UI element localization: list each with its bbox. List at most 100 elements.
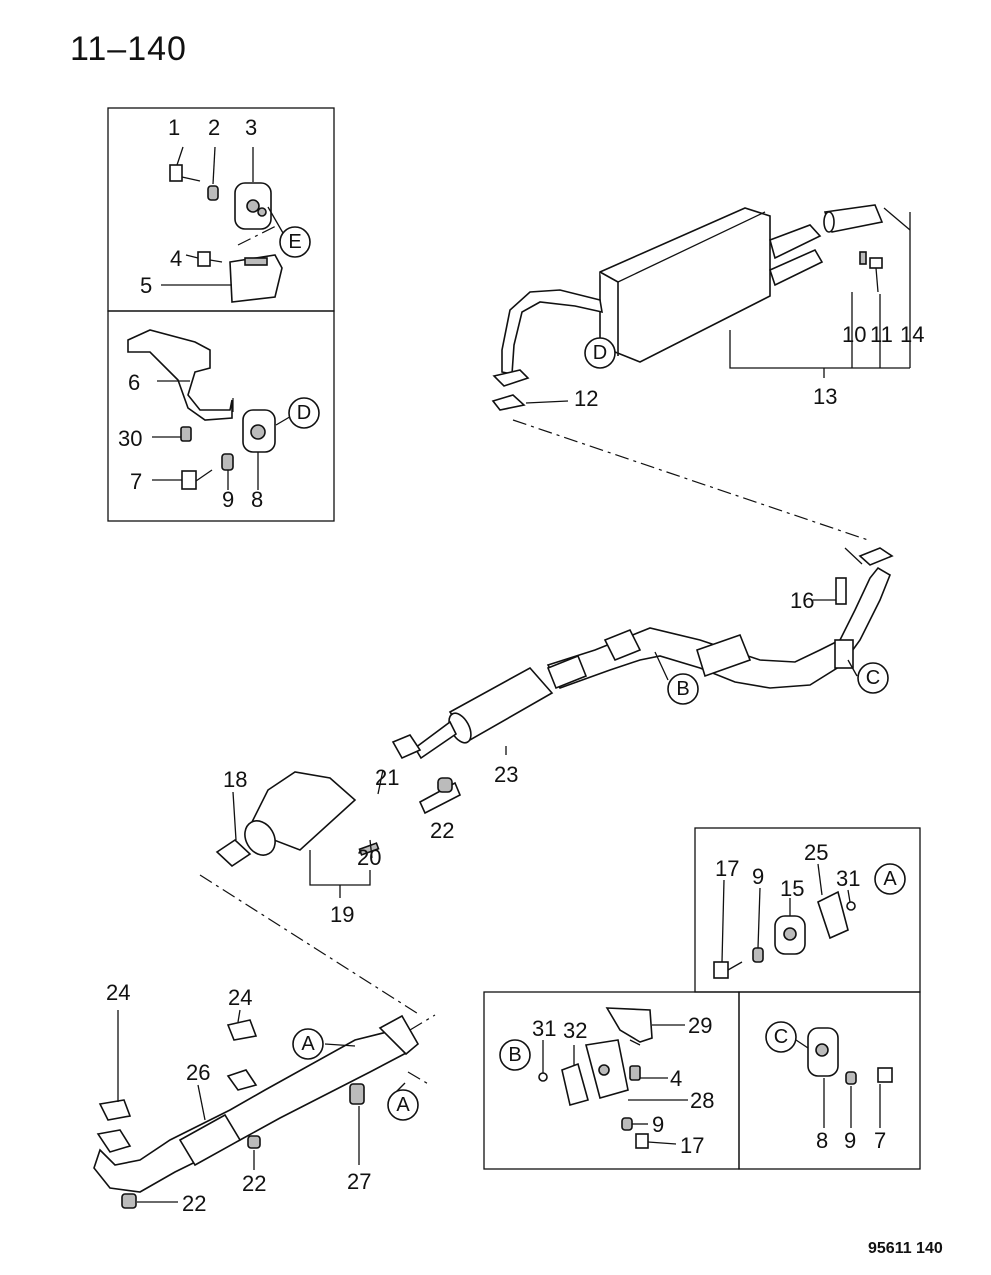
bolt-7-head bbox=[181, 470, 197, 490]
tail-flange bbox=[858, 547, 894, 566]
label-part-17: 17 bbox=[715, 856, 739, 881]
inset-box-frames bbox=[107, 107, 921, 1170]
bolt-27 bbox=[349, 1083, 365, 1105]
page-title: 11–140 bbox=[70, 30, 187, 68]
label-part-19: 19 bbox=[330, 902, 354, 927]
part-number-labels: 1 2 3 4 5 6 30 7 9 8 10 11 14 13 12 16 2… bbox=[106, 115, 924, 1216]
connection-lines bbox=[199, 419, 869, 1031]
inlet-flange bbox=[492, 369, 530, 387]
bolt-16 bbox=[835, 577, 847, 605]
bracket-29 bbox=[605, 1007, 653, 1043]
gasket-24-b bbox=[226, 1019, 258, 1041]
label-part-25: 25 bbox=[804, 840, 828, 865]
bolt-4-head bbox=[197, 251, 211, 267]
inset-hanger-b: B bbox=[499, 1007, 688, 1149]
label-part-31: 31 bbox=[836, 866, 860, 891]
gasket-12 bbox=[491, 394, 526, 411]
label-part-30: 30 bbox=[118, 426, 142, 451]
bolt-30 bbox=[180, 426, 192, 442]
gasket-24-a bbox=[98, 1099, 132, 1121]
clamp-10 bbox=[859, 251, 867, 265]
washer-31 bbox=[846, 901, 856, 911]
main-muffler-assembly: D bbox=[491, 204, 911, 411]
label-part-31-b: 31 bbox=[532, 1016, 556, 1041]
label-part-11: 11 bbox=[870, 322, 893, 347]
pipe-bracket bbox=[378, 1014, 420, 1056]
callout-e: E bbox=[288, 231, 301, 253]
center-pipe-assembly: B C bbox=[391, 547, 894, 815]
tailpipe-lower bbox=[769, 248, 824, 287]
label-part-9-b: 9 bbox=[752, 864, 764, 889]
callout-c-1: C bbox=[866, 667, 880, 689]
bolt-7-b bbox=[877, 1067, 893, 1083]
callout-e-circle bbox=[279, 226, 311, 258]
manifold-flange bbox=[96, 1129, 132, 1153]
gasket-18 bbox=[215, 838, 252, 868]
inset-hanger-e: E bbox=[161, 146, 311, 303]
label-part-22-b: 22 bbox=[242, 1171, 266, 1196]
bolt-1-head bbox=[169, 164, 183, 182]
tail-pipe-16 bbox=[546, 566, 891, 689]
label-part-22: 22 bbox=[430, 818, 454, 843]
label-part-29: 29 bbox=[688, 1013, 712, 1038]
label-part-26: 26 bbox=[186, 1060, 210, 1085]
converter-19 bbox=[246, 771, 357, 851]
washer-31-b bbox=[538, 1072, 548, 1082]
inset-hanger-c: C bbox=[765, 1021, 893, 1128]
label-part-7-b: 7 bbox=[874, 1128, 886, 1153]
label-part-18: 18 bbox=[223, 767, 247, 792]
callout-c-2: C bbox=[774, 1026, 788, 1048]
label-part-27: 27 bbox=[347, 1169, 371, 1194]
label-part-21: 21 bbox=[375, 765, 399, 790]
label-part-12: 12 bbox=[574, 386, 598, 411]
pipe-link bbox=[413, 720, 458, 760]
bracket-32 bbox=[561, 1062, 589, 1106]
label-part-3: 3 bbox=[245, 115, 257, 140]
label-part-13: 13 bbox=[813, 384, 837, 409]
label-part-24-b: 24 bbox=[228, 985, 252, 1010]
callout-d-2: D bbox=[593, 342, 607, 364]
pipe-clamp bbox=[546, 654, 588, 690]
label-part-15: 15 bbox=[780, 876, 804, 901]
bolt-17-b bbox=[635, 1133, 649, 1149]
label-part-22-c: 22 bbox=[182, 1191, 206, 1216]
callout-a-2: A bbox=[301, 1033, 315, 1055]
callout-a-1: A bbox=[883, 868, 897, 890]
label-part-28: 28 bbox=[690, 1088, 714, 1113]
collar-2 bbox=[207, 185, 219, 201]
label-part-20: 20 bbox=[357, 845, 381, 870]
label-part-32: 32 bbox=[563, 1018, 587, 1043]
label-part-24: 24 bbox=[106, 980, 130, 1005]
label-part-9: 9 bbox=[222, 487, 234, 512]
bolt-11-head bbox=[869, 257, 883, 269]
label-part-6: 6 bbox=[128, 370, 140, 395]
label-part-7: 7 bbox=[130, 469, 142, 494]
nut-22-b bbox=[247, 1135, 261, 1149]
label-part-9-c: 9 bbox=[652, 1112, 664, 1137]
collar-9-d bbox=[845, 1071, 857, 1085]
label-part-10: 10 bbox=[842, 322, 866, 347]
catalog-code: 95611 140 bbox=[868, 1240, 943, 1257]
label-part-16: 16 bbox=[790, 588, 814, 613]
collar-9 bbox=[221, 453, 234, 471]
manifold-flange-2 bbox=[226, 1069, 258, 1091]
pipe-mid-section bbox=[178, 1113, 242, 1167]
nut-22 bbox=[437, 777, 453, 793]
label-part-2: 2 bbox=[208, 115, 220, 140]
heat-shield-25 bbox=[817, 890, 849, 940]
label-part-23: 23 bbox=[494, 762, 518, 787]
bolt-4-b bbox=[629, 1065, 641, 1081]
callout-a-3: A bbox=[396, 1094, 410, 1116]
bracket-5 bbox=[229, 254, 283, 303]
inset-hanger-d: D bbox=[127, 329, 320, 490]
callout-b-1: B bbox=[676, 678, 689, 700]
collar-9-b bbox=[752, 947, 764, 963]
label-part-4-b: 4 bbox=[670, 1066, 682, 1091]
front-pipe-assembly: A A bbox=[93, 1009, 431, 1209]
label-part-9-d: 9 bbox=[844, 1128, 856, 1153]
label-part-1: 1 bbox=[168, 115, 180, 140]
label-part-8-b: 8 bbox=[816, 1128, 828, 1153]
label-part-8: 8 bbox=[251, 487, 263, 512]
label-part-14: 14 bbox=[900, 322, 924, 347]
